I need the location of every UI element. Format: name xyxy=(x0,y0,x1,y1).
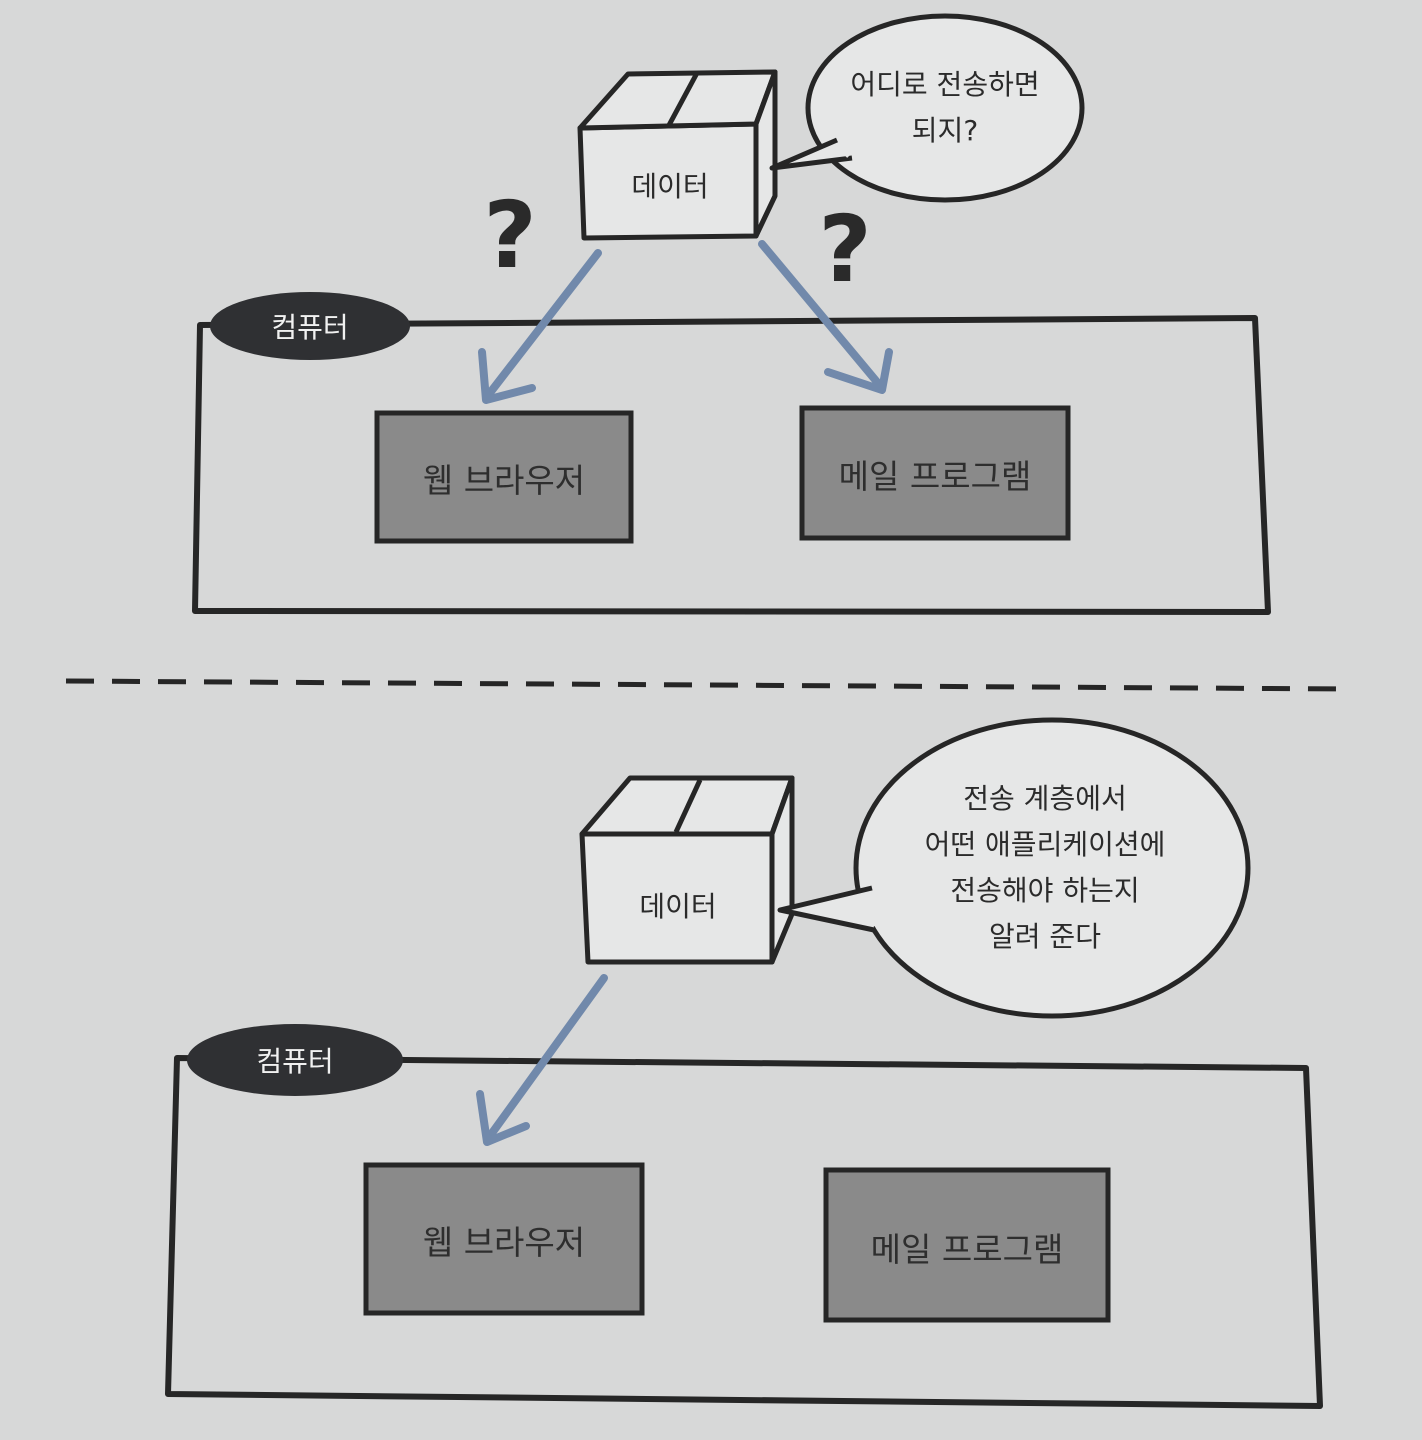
top-data-label: 데이터 xyxy=(631,170,709,203)
bottom-bubble-line: 알려 준다 xyxy=(989,920,1101,953)
bottom-computer-label: 컴퓨터 xyxy=(256,1045,334,1078)
top-question-mark-left: ? xyxy=(483,181,537,289)
top-bubble-line: 되지? xyxy=(911,114,979,147)
bottom-bubble-text: 전송 계층에서 어떤 애플리케이션에 전송해야 하는지 알려 준다 xyxy=(880,774,1210,962)
bottom-arrow xyxy=(476,974,608,1146)
bottom-data-label: 데이터 xyxy=(639,890,717,923)
top-app-browser-label: 웹 브라우저 xyxy=(422,461,586,500)
top-data-box xyxy=(577,69,778,241)
top-computer-pill xyxy=(210,292,410,360)
top-bubble-text: 어디로 전송하면 되지? xyxy=(820,60,1070,156)
bottom-speech-bubble xyxy=(777,717,1251,1019)
bottom-bubble-line: 어떤 애플리케이션에 xyxy=(924,828,1166,861)
bottom-computer-frame xyxy=(165,1055,1323,1409)
top-speech-bubble xyxy=(769,13,1085,203)
bottom-app-mail-box xyxy=(823,1167,1111,1323)
section-divider xyxy=(65,678,1353,692)
bottom-bubble-line: 전송 계층에서 xyxy=(963,782,1127,815)
top-app-browser-box xyxy=(374,410,634,544)
top-app-mail-box xyxy=(799,405,1071,541)
bottom-bubble-line: 전송해야 하는지 xyxy=(950,874,1140,907)
top-app-mail-label: 메일 프로그램 xyxy=(838,457,1032,496)
top-bubble-line: 어디로 전송하면 xyxy=(850,68,1040,101)
bottom-computer-pill xyxy=(187,1024,403,1096)
top-arrow-right xyxy=(758,240,893,394)
bottom-data-box xyxy=(579,775,795,965)
bottom-app-mail-label: 메일 프로그램 xyxy=(870,1230,1064,1269)
bottom-app-browser-box xyxy=(363,1162,645,1316)
bottom-app-browser-label: 웹 브라우저 xyxy=(422,1223,586,1262)
top-question-mark-right: ? xyxy=(818,195,872,303)
top-arrow-left xyxy=(478,249,602,404)
top-computer-frame xyxy=(192,315,1271,615)
top-computer-label: 컴퓨터 xyxy=(271,311,349,344)
